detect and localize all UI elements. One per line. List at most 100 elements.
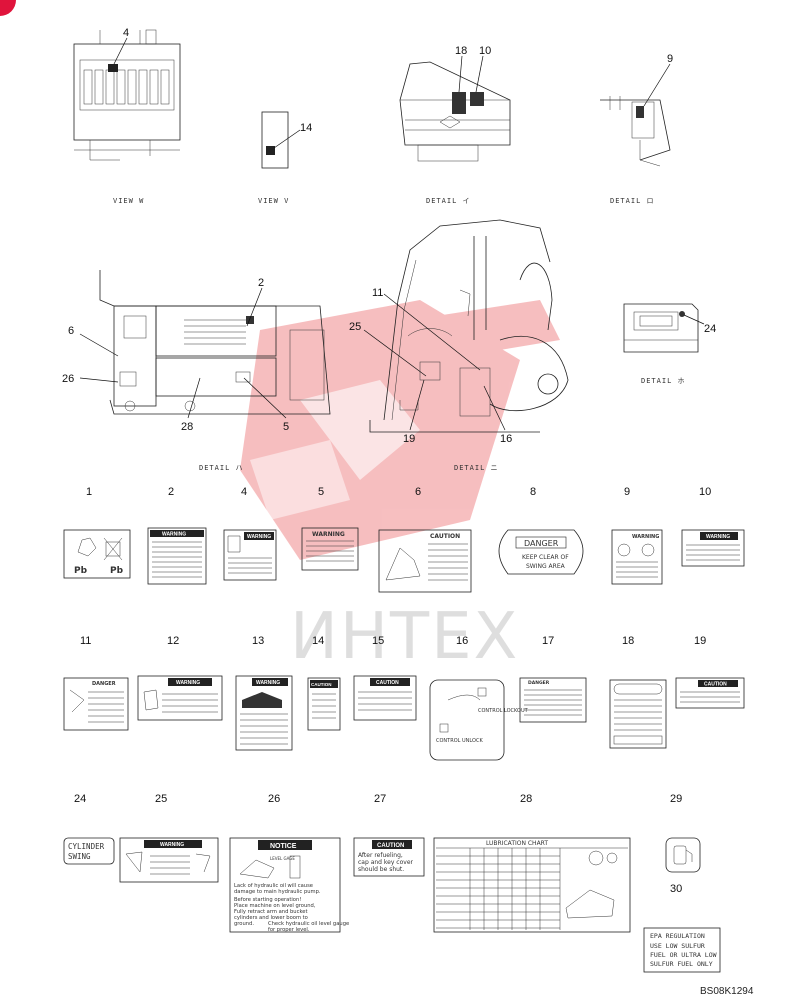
label-26-header: NOTICE	[270, 843, 297, 850]
callout-4: 4	[123, 27, 129, 39]
label-30-line3: FUEL OR ULTRA LOW	[650, 951, 717, 959]
detail-i-drawing	[399, 61, 511, 162]
label-12-header: WARNING	[176, 680, 200, 686]
caption-detail-ho: DETAIL ホ	[641, 377, 686, 385]
label-16-lockout: CONTROL LOCKOUT	[478, 708, 529, 714]
drawing-number: BS08K1294	[700, 986, 754, 997]
label-number-5: 5	[318, 486, 324, 498]
label-13-warning: WARNING	[235, 675, 293, 751]
label-6-header: CAUTION	[430, 533, 460, 540]
detail-ro-drawing	[600, 96, 671, 167]
callout-2: 2	[258, 277, 264, 289]
label-1-pb-left: Pb	[74, 566, 88, 576]
label-9-header: WARNING	[632, 534, 659, 540]
view-v-drawing	[261, 111, 289, 169]
label-25-warning: WARNING	[119, 837, 219, 883]
label-26-level-gage: LEVEL GAGE	[270, 856, 295, 861]
label-26-line1: Lack of hydraulic oil will cause	[234, 883, 313, 889]
label-27-caution: CAUTION After refueling, cap and key cov…	[353, 837, 425, 877]
callout-10: 10	[479, 45, 491, 57]
label-30-line1: EPA REGULATION	[650, 932, 705, 940]
label-28-lubrication-chart: LUBRICATION CHART	[433, 837, 631, 933]
label-28-header: LUBRICATION CHART	[486, 840, 548, 847]
label-16-control-lockout: CONTROL LOCKOUT CONTROL UNLOCK	[429, 679, 529, 761]
label-number-18: 18	[622, 635, 634, 647]
caption-view-w: VIEW W	[113, 197, 144, 205]
label-14-caution: CAUTION	[307, 677, 341, 731]
label-10-warning: WARNING	[681, 529, 745, 567]
label-26-line4: Place machine on level ground,	[234, 903, 316, 909]
label-number-1: 1	[86, 486, 92, 498]
label-8-line2: SWING AREA	[526, 563, 566, 570]
label-5-header: WARNING	[312, 531, 345, 538]
label-27-line1: After refueling,	[358, 852, 403, 859]
label-number-24: 24	[74, 793, 86, 805]
corner-red-mark	[0, 0, 16, 16]
label-number-26: 26	[268, 793, 280, 805]
label-24-line2: SWING	[68, 852, 91, 861]
label-number-8: 8	[530, 486, 536, 498]
callout-11: 11	[372, 287, 383, 299]
caption-detail-ro: DETAIL ロ	[610, 197, 655, 205]
callout-18: 18	[455, 45, 467, 57]
label-5-warning: WARNING	[301, 527, 359, 571]
detail-ho-drawing	[623, 303, 699, 353]
label-17-header: DANGER	[528, 680, 550, 686]
label-24-line1: CYLINDER	[68, 842, 105, 851]
label-26-line2: damage to main hydraulic pump.	[234, 889, 321, 895]
watermark-text: ИНТЕХ	[290, 600, 520, 674]
label-number-15: 15	[372, 635, 384, 647]
label-number-9: 9	[624, 486, 630, 498]
caption-detail-ni: DETAIL ニ	[454, 464, 499, 472]
label-15-caution: CAUTION	[353, 675, 417, 721]
label-17-danger: DANGER	[519, 677, 587, 723]
label-4-header: WARNING	[247, 534, 271, 540]
caption-view-v: VIEW V	[258, 197, 289, 205]
label-number-28: 28	[520, 793, 532, 805]
callout-25: 25	[349, 321, 361, 333]
label-30-line4: SULFUR FUEL ONLY	[650, 960, 713, 968]
label-30-line2: USE LOW SULFUR	[650, 942, 705, 950]
label-number-27: 27	[374, 793, 386, 805]
label-15-header: CAUTION	[376, 680, 399, 686]
view-w-drawing	[73, 29, 181, 161]
label-number-13: 13	[252, 635, 264, 647]
label-number-25: 25	[155, 793, 167, 805]
callout-24: 24	[704, 323, 716, 335]
label-26-line5: Fully retract arm and bucket	[234, 909, 308, 915]
label-6-caution: CAUTION	[378, 529, 472, 593]
label-number-4: 4	[241, 486, 247, 498]
label-26-line8: Check hydraulic oil level gauge	[268, 921, 349, 927]
label-1-recycling: Pb Pb	[63, 529, 131, 579]
label-16-unlock: CONTROL UNLOCK	[436, 738, 483, 744]
label-8-danger: DANGER KEEP CLEAR OF SWING AREA	[498, 529, 584, 575]
label-25-header: WARNING	[160, 842, 184, 848]
label-8-line1: KEEP CLEAR OF	[522, 554, 569, 561]
label-2-header: WARNING	[162, 532, 186, 538]
label-26-line7: ground.	[234, 921, 254, 927]
label-12-warning: WARNING	[137, 675, 223, 721]
label-26-line3: Before starting operation!	[234, 897, 301, 903]
label-11-header: DANGER	[92, 681, 116, 687]
label-number-6: 6	[415, 486, 421, 498]
label-19-header: CAUTION	[704, 682, 727, 688]
callout-16: 16	[500, 433, 512, 445]
callout-14: 14	[300, 122, 312, 134]
label-4-warning: WARNING	[223, 529, 277, 581]
label-number-11: 11	[80, 635, 91, 647]
label-29-fuel-symbol	[665, 837, 701, 873]
label-27-header: CAUTION	[377, 843, 404, 849]
label-11-danger: DANGER	[63, 677, 129, 731]
callout-19: 19	[403, 433, 415, 445]
label-10-header: WARNING	[706, 534, 730, 540]
callout-5: 5	[283, 421, 289, 433]
label-13-header: WARNING	[256, 680, 280, 686]
label-9-warning: WARNING	[611, 529, 663, 585]
label-number-17: 17	[542, 635, 554, 647]
label-number-2: 2	[168, 486, 174, 498]
label-number-12: 12	[167, 635, 179, 647]
callout-9: 9	[667, 53, 673, 65]
label-27-line2: cap and key cover	[358, 859, 414, 866]
label-number-29: 29	[670, 793, 682, 805]
